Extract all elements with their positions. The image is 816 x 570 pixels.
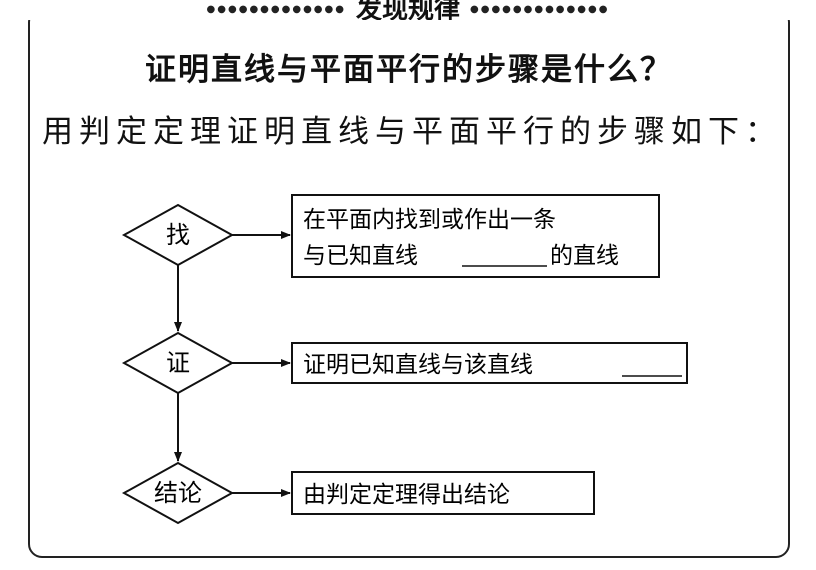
header-strip: ●●●●●●●●●●●●● 发现规律 ●●●●●●●●●●●●● [0, 0, 816, 20]
step-box-prove-line1: 证明已知直线与该直线 [303, 352, 533, 378]
step-box-find-line2: 与已知直线 [303, 243, 418, 269]
step-box-prove [291, 342, 688, 384]
step-box-find-line2-suffix: 的直线 [550, 243, 619, 269]
step-box-conclusion-line1: 由判定定理得出结论 [303, 482, 510, 508]
step-box-find [291, 194, 660, 278]
node-label-find: 找 [166, 221, 190, 249]
step-box-find-line1: 在平面内找到或作出一条 [303, 207, 556, 233]
intro-text: 用判定定理证明直线与平面平行的步骤如下： [42, 114, 782, 150]
node-label-prove: 证 [166, 349, 190, 377]
decision-diamond-conclusion [121, 461, 235, 525]
question-text: 证明直线与平面平行的步骤是什么？ [145, 52, 673, 88]
node-label-conclusion: 结论 [154, 479, 202, 507]
header-dots-left: ●●●●●●●●●●●●● [206, 4, 346, 15]
step-box-conclusion [291, 471, 595, 515]
header-title: 发现规律 [355, 0, 460, 20]
header-dots-right: ●●●●●●●●●●●●● [470, 4, 610, 15]
